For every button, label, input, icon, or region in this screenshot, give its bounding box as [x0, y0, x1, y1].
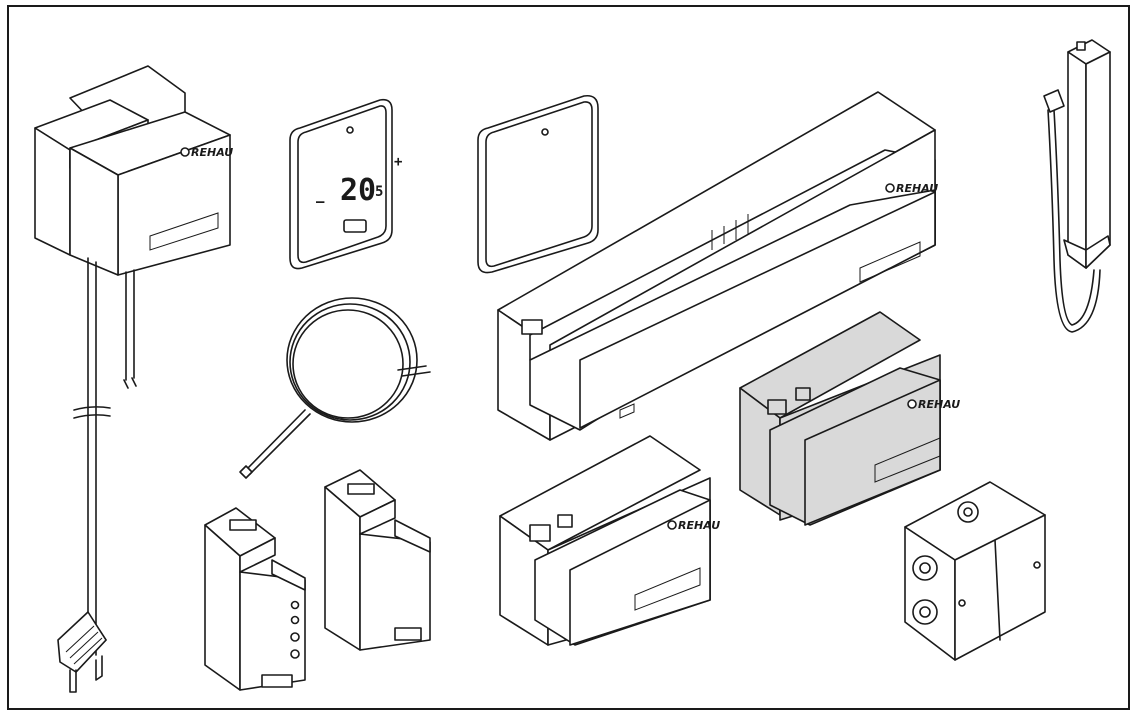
thermostat-minus: –	[316, 194, 325, 210]
thermostat-temperature: 20	[340, 173, 376, 208]
brand-logo-controller: REHAU	[678, 519, 720, 532]
plug-power-supply-icon: REHAU	[34, 65, 233, 693]
base-unit-icon: REHAU	[497, 91, 938, 441]
antenna-icon	[1043, 39, 1111, 333]
sensor-cable-icon	[239, 297, 431, 479]
brand-logo-base-unit: REHAU	[896, 182, 938, 195]
brand-logo-extension: REHAU	[918, 398, 960, 411]
controller-module-icon: REHAU	[499, 435, 720, 646]
thermostat-decimal: 5	[375, 184, 383, 200]
thermostat-plus: +	[394, 154, 402, 170]
din-rail-module-icon	[204, 507, 306, 691]
display-room-thermostat-icon: 20 5 – +	[289, 98, 402, 270]
room-thermostat-icon	[477, 94, 599, 274]
extension-module-icon: REHAU	[739, 311, 960, 526]
junction-box-icon	[904, 481, 1046, 661]
din-rail-module-2-icon	[324, 469, 431, 651]
brand-logo: REHAU	[191, 146, 233, 159]
